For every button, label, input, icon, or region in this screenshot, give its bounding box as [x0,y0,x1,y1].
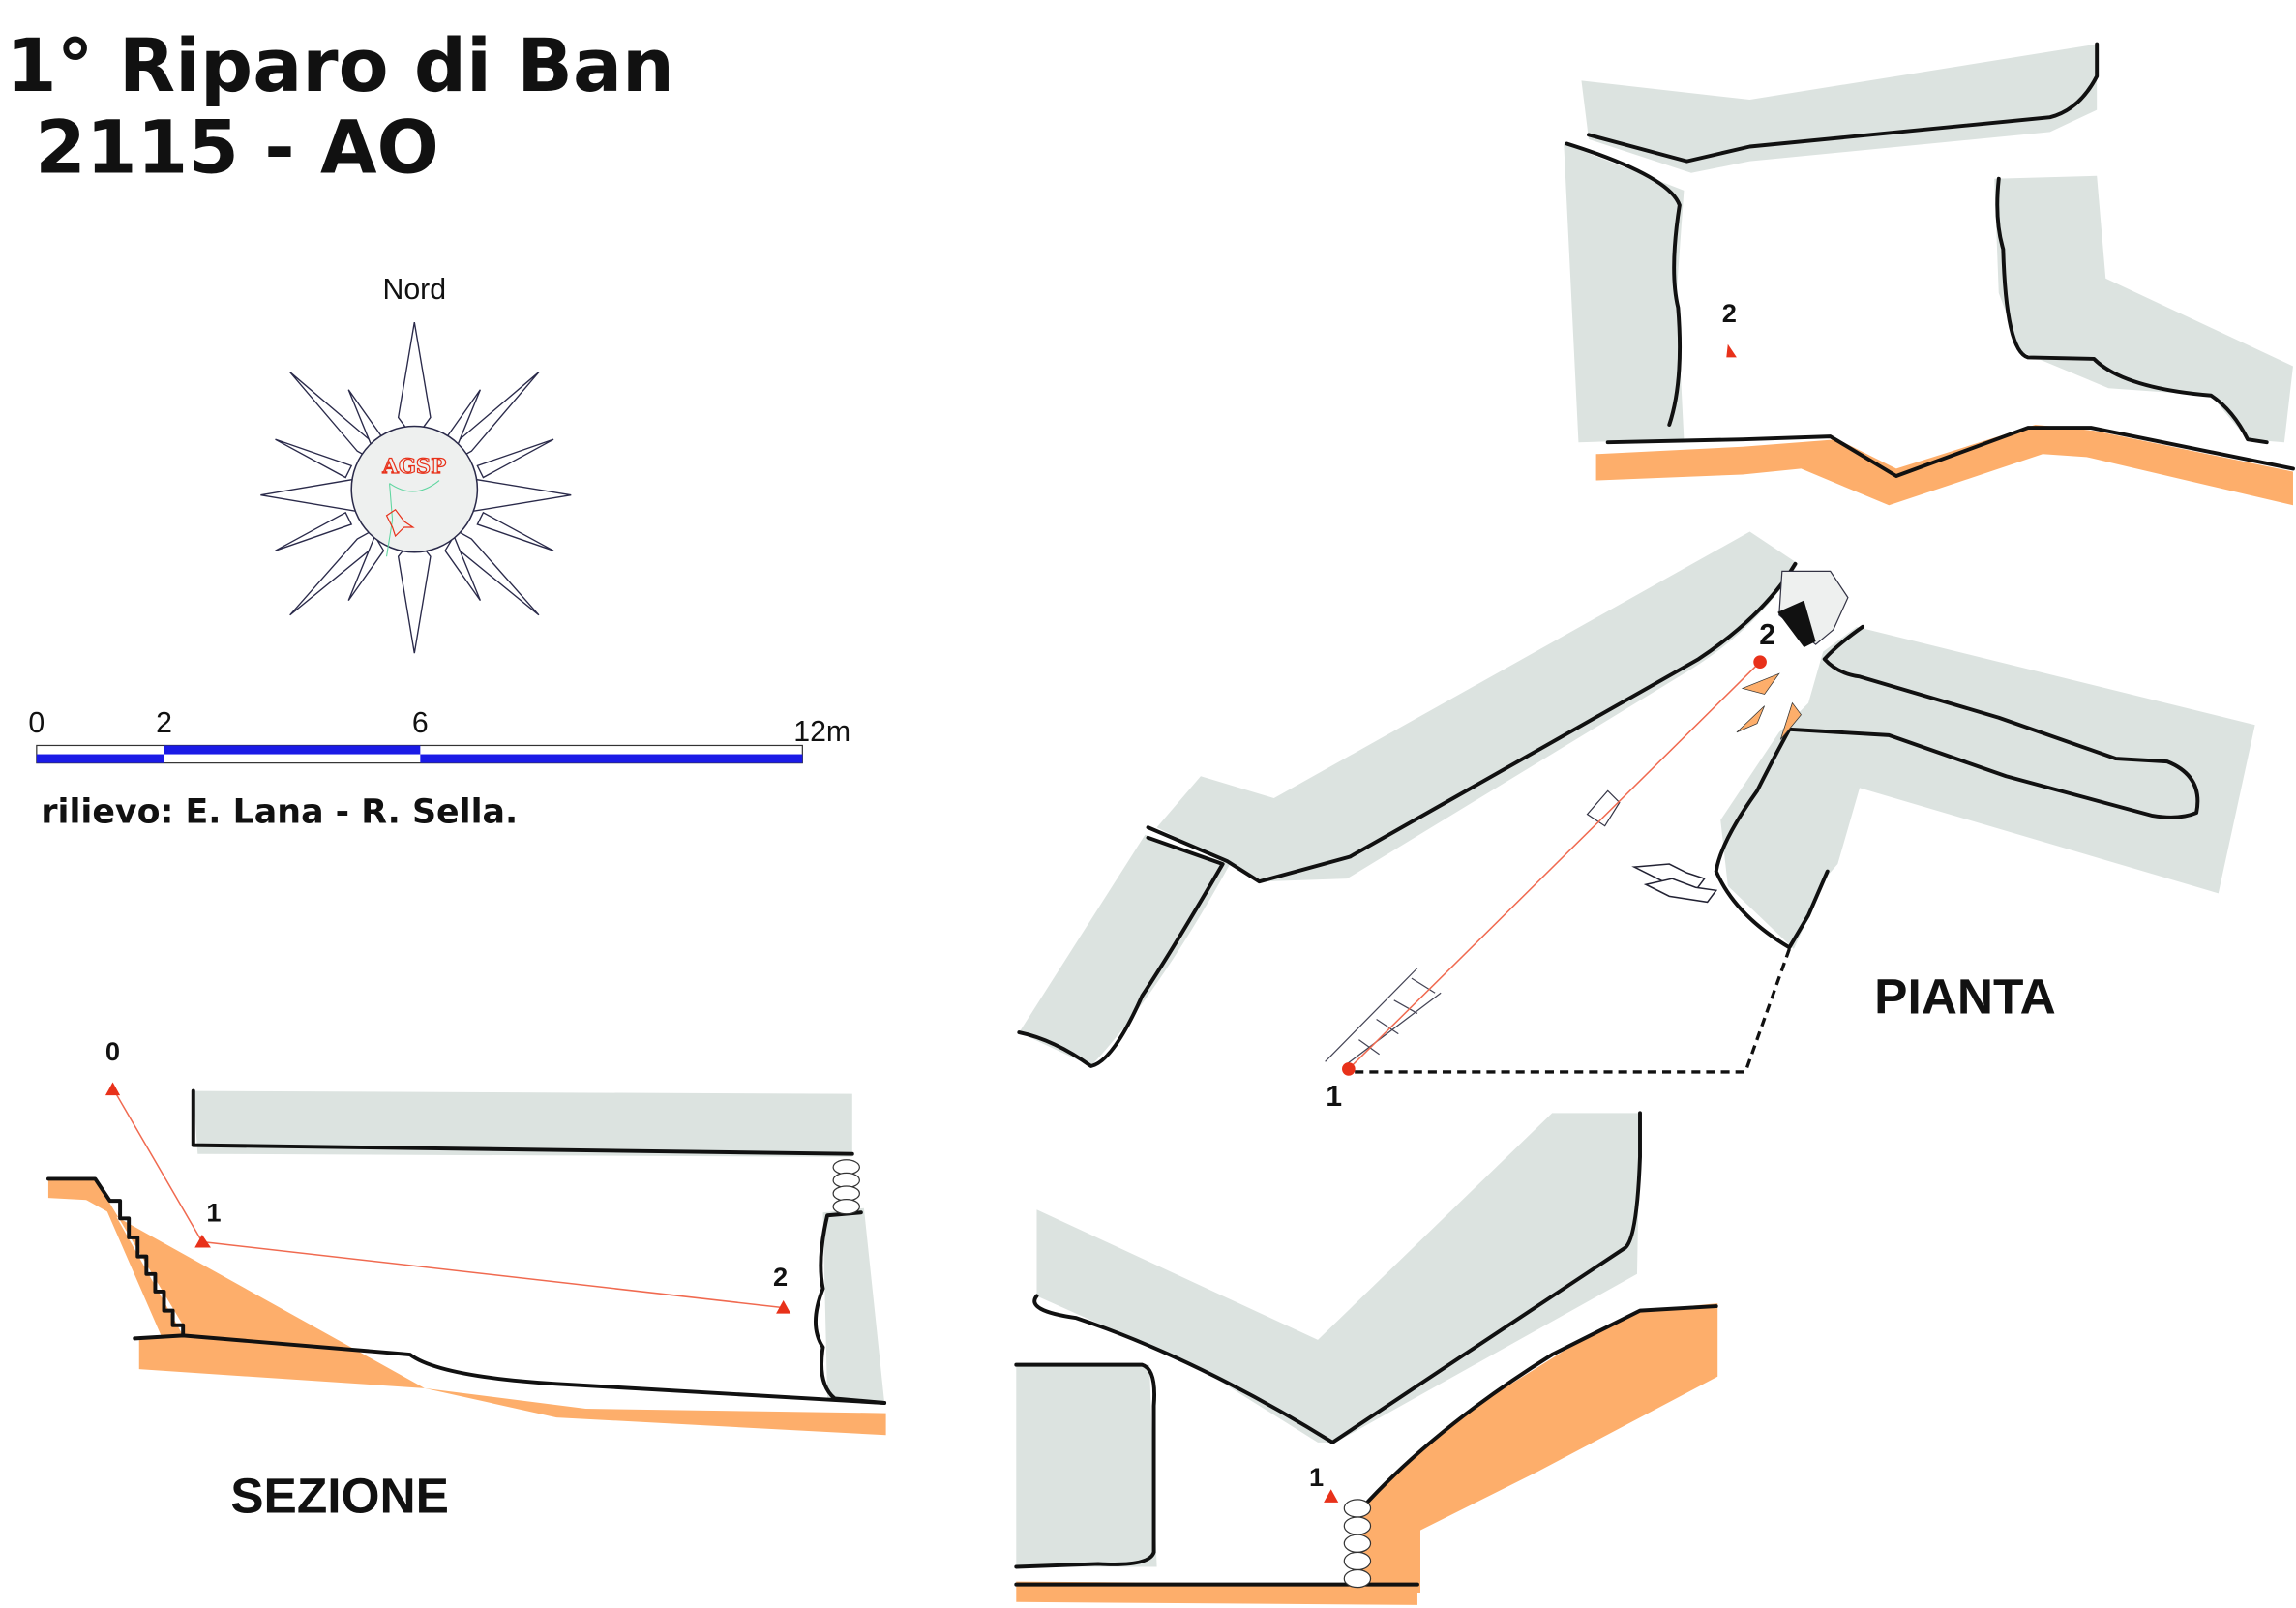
blocks-icon [832,1159,860,1215]
scale-bar: 0 2 6 12m [28,707,850,764]
compass-center [350,425,479,553]
station-marker [1324,1489,1339,1503]
station-label-1: 1 [1326,1081,1342,1113]
survey-credits: rilievo: E. Lana - R. Sella. [41,793,518,832]
station-label-0: 0 [105,1036,120,1066]
station-marker [1726,343,1737,358]
scale-tick-6: 6 [412,707,429,739]
blocks-icon [1631,863,1718,904]
plan-label: PIANTA [1874,968,2056,1024]
north-label: Nord [383,274,447,306]
compass-rose: Nord AGSP [260,274,572,654]
title-line-2: 2115 - AO [35,105,439,191]
caver-figure-icon [385,508,415,538]
station-marker [1753,655,1767,670]
compass-star-icon [260,321,572,654]
station-label-1: 1 [1309,1462,1324,1492]
section-label: SEZIONE [230,1467,449,1523]
boulder-shadow [1777,600,1816,648]
scale-tick-2: 2 [156,707,172,739]
station-marker [104,1082,121,1096]
scale-tick-0: 0 [28,707,45,739]
plan-view: 2 1 PIANTA [1017,531,2255,1113]
station-label-1: 1 [206,1197,221,1227]
station-label-2: 2 [1722,298,1737,328]
scale-tick-12m: 12m [793,716,850,748]
station-label-2: 2 [1759,619,1775,651]
section-view: 0 1 2 SEZIONE [45,1036,887,1523]
ladder-icon [1325,968,1442,1067]
title-line-1: 1° Riparo di Ban [6,23,674,108]
rock-icon [1586,789,1621,827]
station-marker [1342,1062,1356,1076]
agsp-logo: AGSP [381,454,446,478]
cross-section-bottom: 1 [1014,1111,1718,1605]
blocks-icon [1343,1499,1372,1589]
station-marker [194,1234,211,1248]
station-marker [776,1300,791,1314]
station-label-2: 2 [773,1262,788,1292]
cross-section-top: 2 [1564,42,2295,506]
